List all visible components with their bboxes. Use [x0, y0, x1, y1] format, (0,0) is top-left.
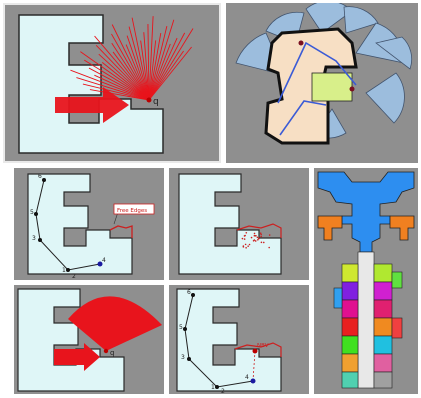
query-point-q: [147, 98, 152, 103]
frontier-dot: [243, 246, 245, 248]
label-2: 2: [221, 388, 225, 394]
frontier-dot: [260, 236, 262, 238]
frontier-dot: [255, 240, 257, 242]
frontier-dot: [245, 247, 247, 249]
nbv-point: [253, 349, 258, 354]
frontier-dot: [257, 239, 259, 241]
label-1: 1: [211, 384, 215, 391]
label-3: 3: [32, 235, 36, 242]
rooms-left: [342, 264, 358, 388]
frontier-dot: [251, 237, 253, 239]
panel-floor-plan: [314, 168, 418, 394]
panel-visibility-region: q: [14, 285, 164, 394]
frontier-dot: [245, 232, 247, 234]
label-6: 6: [187, 289, 191, 296]
frontier-dot: [249, 244, 251, 246]
label-nbv: NBV: [257, 343, 269, 349]
frontier-dot: [253, 240, 255, 242]
label-5: 5: [30, 209, 34, 216]
panel-ray-casting: q: [3, 3, 221, 163]
label-q: q: [153, 97, 159, 107]
frontier-dot: [257, 236, 259, 238]
frontier-dot: [268, 247, 270, 249]
callout-free-edges: Free Edges: [117, 208, 147, 214]
frontier-dot: [269, 234, 271, 236]
label-5: 5: [179, 324, 183, 331]
frontier-dot: [261, 242, 263, 244]
label-4: 4: [245, 374, 249, 381]
robot-position: [299, 41, 304, 46]
frontier-dot: [244, 235, 246, 237]
label-q: q: [110, 349, 114, 357]
label-1: 1: [62, 267, 66, 274]
checker-region: [312, 73, 352, 101]
query-point-q: [104, 349, 108, 353]
label-6: 6: [38, 173, 42, 180]
frontier-dot: [263, 242, 265, 244]
panel-exploration-map: [226, 3, 418, 163]
frontier-dot: [254, 233, 256, 235]
label-4: 4: [102, 257, 106, 264]
label-3: 3: [181, 354, 185, 361]
frontier-dot: [245, 244, 247, 246]
frontier-dot: [244, 238, 246, 240]
frontier-dot: [254, 235, 256, 237]
rooms-right: [374, 264, 392, 388]
frontier-dot: [260, 234, 262, 236]
panel-free-edges: 6 5 3 1 2 4 Free Edges: [14, 168, 164, 280]
frontier-dot: [258, 238, 260, 240]
frontier-dot: [247, 245, 249, 247]
frontier-dot: [242, 238, 244, 240]
panel-next-best-view: 6 5 3 1 2 4 NBV: [169, 285, 309, 394]
goal-point: [251, 379, 256, 384]
corridor: [358, 252, 374, 388]
panel-frontier-points: [169, 168, 309, 280]
label-2: 2: [72, 273, 76, 280]
